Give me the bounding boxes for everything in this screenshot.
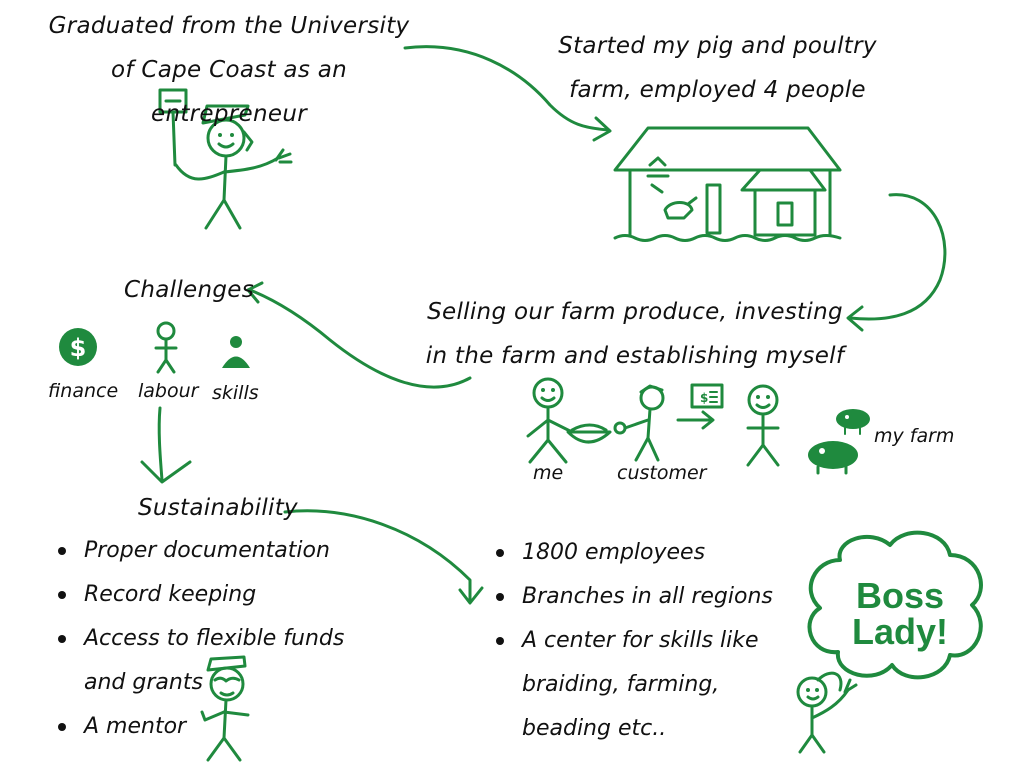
list-item: Branches in all regions	[492, 575, 792, 619]
node-challenges: Challenges	[124, 277, 254, 303]
outcome-list: 1800 employees Branches in all regions A…	[492, 531, 792, 751]
list-item: Access to flexible funds and grants	[54, 617, 384, 705]
produce-basket-icon	[566, 423, 612, 444]
label-customer: customer	[617, 462, 707, 484]
sustainability-list: Proper documentation Record keeping Acce…	[54, 529, 384, 749]
arrow-head-5	[458, 586, 484, 605]
graduate-figure-icon	[158, 88, 293, 230]
labour-person-icon	[154, 321, 178, 374]
list-item: Proper documentation	[54, 529, 384, 573]
label-my-farm: my farm	[874, 425, 955, 447]
arrow-farm-to-selling	[848, 193, 947, 321]
skills-graduate-icon	[222, 336, 250, 368]
arrow-sustainability-to-outcome	[283, 509, 472, 604]
thought-cloud-icon	[807, 530, 983, 680]
list-item: A center for skills like braiding, farmi…	[492, 619, 792, 751]
arrow-head-2	[846, 305, 864, 332]
customer-figure-icon	[613, 384, 665, 462]
list-item: A mentor	[54, 705, 384, 749]
svg-text:$: $	[70, 334, 87, 362]
boss-lady-figure-icon	[796, 671, 858, 754]
owner-figure-icon	[746, 384, 780, 467]
finance-dollar-icon: $	[59, 328, 97, 366]
boss-lady-cloud-text: Boss Lady!	[851, 575, 948, 652]
node-graduated: Graduated from the University of Cape Co…	[48, 13, 410, 127]
arrow-graduated-to-farm	[403, 45, 610, 132]
me-figure-icon	[526, 377, 574, 464]
list-item: Record keeping	[54, 573, 384, 617]
arrow-challenges-to-sustainability	[157, 406, 164, 482]
arrow-selling-to-challenges	[248, 288, 472, 389]
node-selling: Selling our farm produce, investing in t…	[425, 299, 845, 369]
label-skills: skills	[212, 382, 259, 404]
label-me: me	[533, 462, 564, 484]
farm-house-icon	[613, 126, 842, 242]
label-labour: labour	[138, 380, 199, 402]
arrow-head-1	[592, 116, 612, 142]
pig-small-icon	[836, 409, 870, 435]
arrow-head-4	[140, 460, 192, 484]
money-note-icon: $	[690, 383, 724, 409]
mentor-figure-icon	[200, 655, 250, 762]
list-item: 1800 employees	[492, 531, 792, 575]
pig-large-icon	[808, 441, 858, 475]
arrow-head-3	[246, 281, 264, 304]
node-sustainability: Sustainability	[138, 495, 298, 521]
transfer-arrow-icon	[676, 410, 715, 430]
node-started-farm: Started my pig and poultry farm, employe…	[558, 33, 877, 103]
label-finance: finance	[48, 380, 119, 402]
svg-text:$: $	[700, 391, 708, 405]
